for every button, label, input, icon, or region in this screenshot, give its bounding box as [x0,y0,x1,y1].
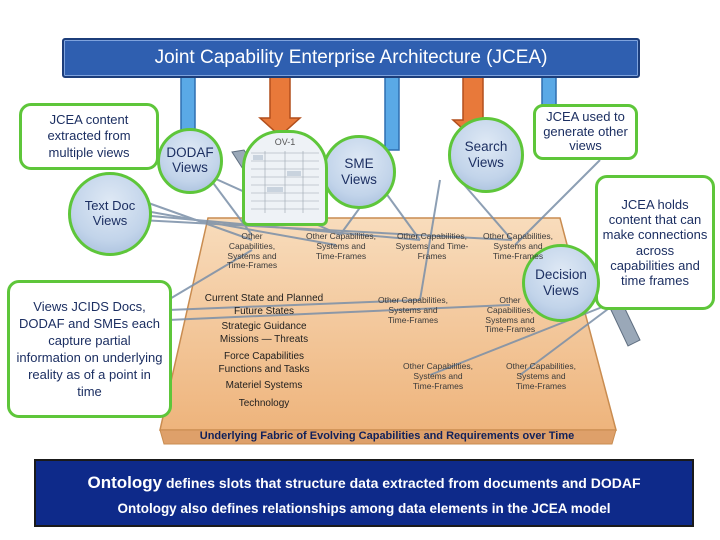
callout-views-sources-text: Views JCIDS Docs, DODAF and SMEs each ca… [16,298,163,400]
ontology-footer: Ontology defines slots that structure da… [34,459,694,527]
footer-ontology-word: Ontology [87,473,163,492]
footer-line-1-rest: defines slots that structure data extrac… [162,475,641,491]
fabric-cell-2: Other Capabilities, Systems and Time-Fra… [306,231,376,261]
callout-holds: JCEA holds content that can make connect… [595,175,715,310]
ov1-document-thumbnail: OV-1 [242,130,328,226]
fabric-cell-5: Other Capabilities, Systems and Time-Fra… [378,295,448,325]
search-views-bubble: Search Views [448,117,524,193]
sme-views-label: SME Views [341,156,377,187]
decision-views-bubble: Decision Views [522,244,600,322]
text-doc-views-label: Text Doc Views [84,198,136,228]
callout-generate: JCEA used to generate other views [533,104,638,160]
jcea-title-banner: Joint Capability Enterprise Architecture… [62,38,640,78]
decision-views-label: Decision Views [535,267,587,298]
footer-line-2: Ontology also defines relationships amon… [117,501,611,516]
fabric-slab-edge [159,429,617,445]
sme-views-bubble: SME Views [322,135,396,209]
fabric-cell-3: Other Capabilities, Systems and Time-Fra… [395,231,469,261]
fabric-cell-6: Other Capabilities, Systems and Time-Fra… [484,295,536,335]
dodaf-views-bubble: DODAF Views [157,128,223,194]
callout-generate-text: JCEA used to generate other views [543,108,628,154]
fabric-list-item-2: Strategic Guidance Missions — Threats [219,321,309,345]
search-views-label: Search Views [464,139,508,170]
callout-views-sources: Views JCIDS Docs, DODAF and SMEs each ca… [7,280,172,418]
fabric-cell-8: Other Capabilities, Systems and Time-Fra… [506,361,576,391]
fabric-list-item-3: Force Capabilities Functions and Tasks [218,351,310,375]
fabric-list-item-4: Materiel Systems [225,380,303,391]
callout-extracted-text: JCEA content extracted from multiple vie… [47,112,131,160]
jcea-title: Joint Capability Enterprise Architecture… [154,47,548,68]
fabric-cell-1: Other Capabilities, Systems and Time-Fra… [226,231,278,271]
ov1-label: OV-1 [274,137,296,147]
fabric-label: Underlying Fabric of Evolving Capabiliti… [199,430,575,442]
ov1-grid-graphic [251,151,319,213]
footer-line-1: Ontology defines slots that structure da… [36,473,692,493]
callout-holds-text: JCEA holds content that can make connect… [602,196,708,289]
dodaf-views-label: DODAF Views [166,145,214,175]
fabric-list-item-5: Technology [238,398,290,409]
fabric-cell-7: Other Capabilities, Systems and Time-Fra… [403,361,473,391]
fabric-list-item-1: Current State and Planned Future States [204,293,324,317]
text-doc-views-bubble: Text Doc Views [68,172,152,256]
fabric-cell-4: Other Capabilities, Systems and Time-Fra… [483,231,553,261]
callout-extracted: JCEA content extracted from multiple vie… [19,103,159,170]
